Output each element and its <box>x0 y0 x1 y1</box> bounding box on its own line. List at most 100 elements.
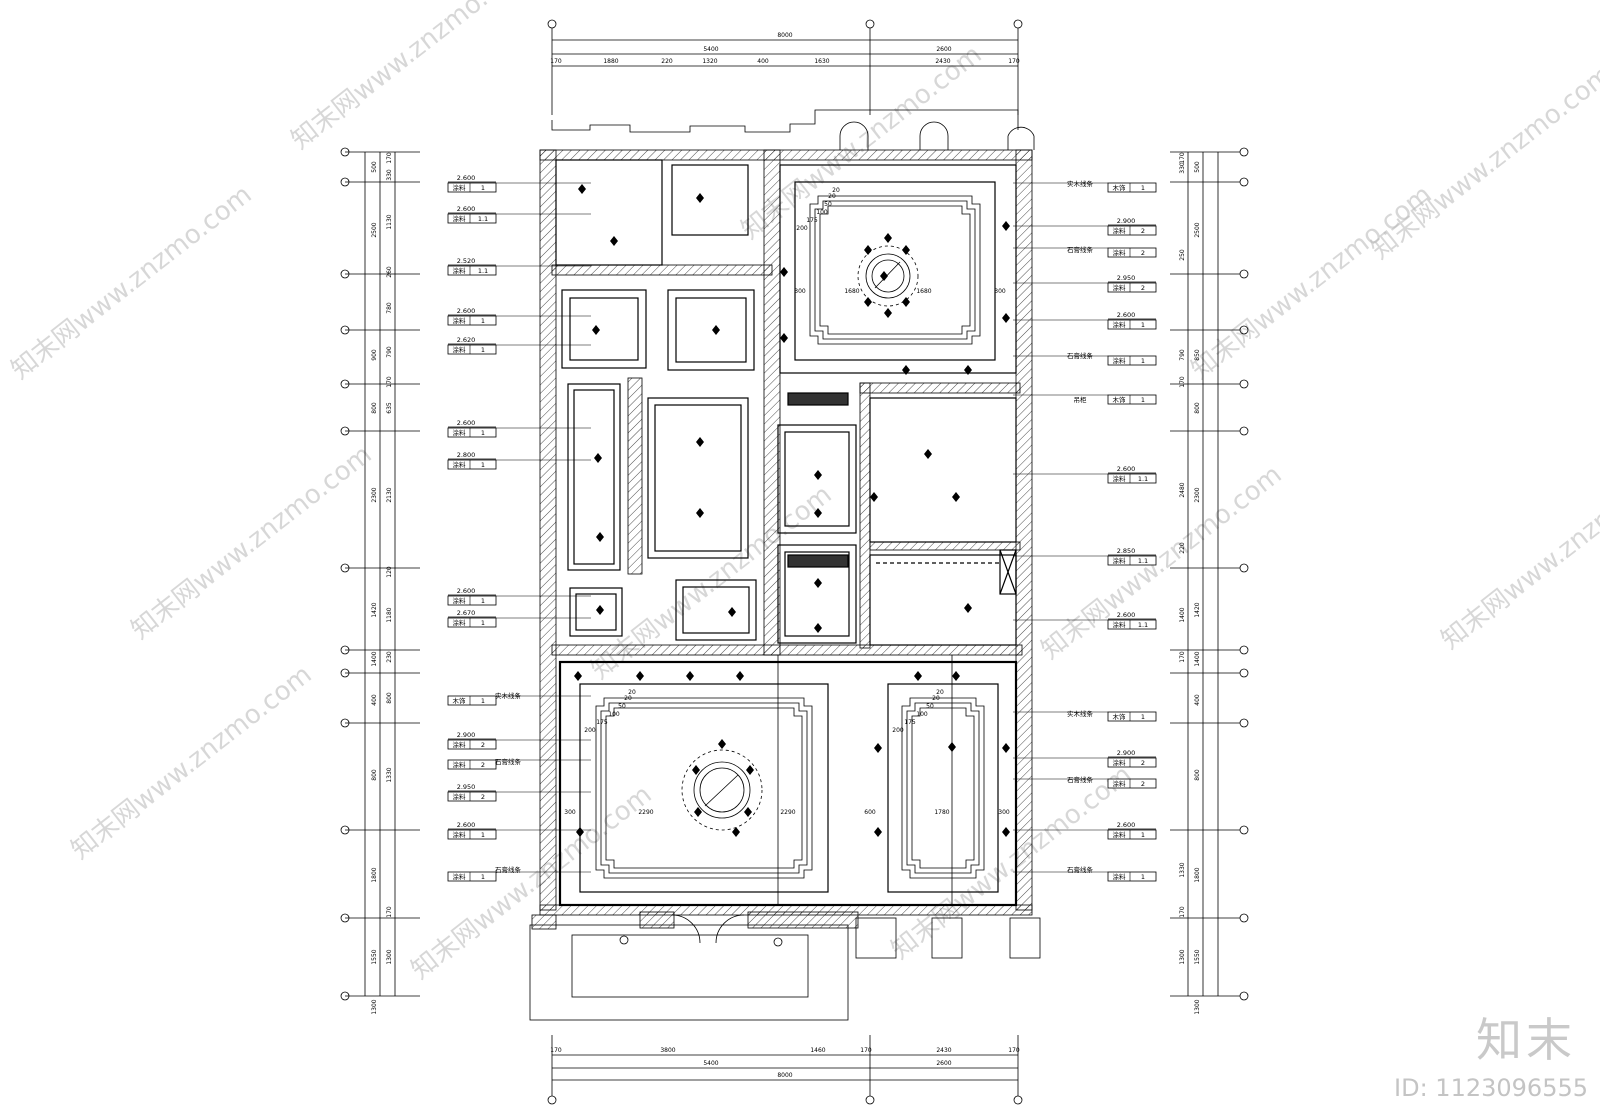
ceiling-step-dim: 100 <box>916 711 928 718</box>
left-inner-dim: 780 <box>386 302 393 314</box>
top-part-dim: 170 <box>1008 58 1020 65</box>
tag-code: 1.1 <box>1138 621 1148 629</box>
ceiling-dim: 300 <box>998 809 1010 816</box>
tag-code: 1 <box>481 184 485 192</box>
right-inner-dim: 170 <box>1179 651 1186 663</box>
tag-material: 木饰 <box>453 696 467 705</box>
tag-material-box <box>1107 394 1157 405</box>
dimension-lines <box>364 19 1219 1105</box>
tag-code: 2 <box>1141 227 1145 235</box>
downlight-icon <box>814 623 822 633</box>
tag-code: 2 <box>1141 780 1145 788</box>
left-outer-dim: 1300 <box>371 999 378 1014</box>
watermark-text: 知末网www.znzmo.com <box>66 660 318 866</box>
watermark-text: 知末网www.znzmo.com <box>6 180 258 386</box>
watermark-text: 知末网www.znzmo.com <box>1366 60 1600 266</box>
tag-material: 涂料 <box>453 872 467 881</box>
ceiling-step-dim: 20 <box>624 695 632 702</box>
downlight-icon <box>576 827 584 837</box>
watermark-text: 知末网www.znzmo.com <box>1186 180 1438 386</box>
tag-material: 涂料 <box>453 740 467 749</box>
downlight-icon <box>732 827 740 837</box>
tag-material: 涂料 <box>453 618 467 627</box>
downlight-icon <box>964 603 972 613</box>
ceiling-dim: 1680 <box>916 288 931 295</box>
top-part-dim: 2430 <box>935 58 950 65</box>
watermark-text: 知末网www.znzmo.com <box>126 440 378 646</box>
downlight-icon <box>964 365 972 375</box>
right-outer-dim: 1300 <box>1194 999 1201 1014</box>
tag-height: 2.600 <box>457 307 476 315</box>
left-inner-dim: 1130 <box>386 214 393 229</box>
bottom-part-dim: 1460 <box>810 1047 825 1054</box>
ceiling-step-dim: 175 <box>904 719 916 726</box>
tag-material-box <box>447 213 497 224</box>
right-outer-dim: 850 <box>1194 349 1201 361</box>
left-outer-dim: 1550 <box>371 949 378 964</box>
bottom-part-dim: 3800 <box>660 1047 675 1054</box>
watermark-text: 知末网www.znzmo.com <box>406 780 658 986</box>
downlight-icon <box>596 532 604 542</box>
bottom-part-dim: 170 <box>550 1047 562 1054</box>
downlight-icon <box>870 492 878 502</box>
right-inner-dim: 1300 <box>1179 949 1186 964</box>
chandeliers <box>681 245 919 831</box>
ceiling-dim: 300 <box>794 288 806 295</box>
room-outlines <box>555 159 1018 907</box>
right-inner-dim: 220 <box>1179 542 1186 554</box>
watermark-text: 知末网www.znzmo.com <box>1036 460 1288 666</box>
tag-code: 1 <box>1141 184 1145 192</box>
left-inner-dim: 170 <box>386 152 393 164</box>
leader-lines <box>496 182 1108 873</box>
tag-height: 2.600 <box>1117 821 1136 829</box>
downlight-icon <box>1002 313 1010 323</box>
tag-material: 涂料 <box>453 266 467 275</box>
note-plaster-line: 石膏线条 <box>1067 351 1094 360</box>
tag-material-box <box>1107 319 1157 330</box>
bottom-total-dim: 8000 <box>777 1072 792 1079</box>
right-outer-dim: 1420 <box>1194 602 1201 617</box>
note-cabinet: 吊柜 <box>1074 395 1088 404</box>
tag-material-box <box>447 617 497 628</box>
downlight-icon <box>594 453 602 463</box>
downlight-icon <box>874 827 882 837</box>
note-plaster-line: 石膏线条 <box>1067 245 1094 254</box>
note-plaster-line: 石膏线条 <box>1067 775 1094 784</box>
ceiling-step-dim: 175 <box>806 217 818 224</box>
tag-material-box <box>1107 711 1157 722</box>
left-inner-dim: 1300 <box>386 949 393 964</box>
tag-material-box <box>447 182 497 193</box>
tag-height: 2.850 <box>1117 547 1136 555</box>
axis-bubble-right <box>1239 269 1249 279</box>
downlight-icon <box>1002 827 1010 837</box>
tag-code: 1 <box>481 619 485 627</box>
tag-height: 2.620 <box>457 336 476 344</box>
tag-material-box <box>1107 757 1157 768</box>
right-outer-dim: 500 <box>1194 161 1201 173</box>
downlight-icon <box>610 236 618 246</box>
tag-code: 1 <box>1141 357 1145 365</box>
axis-bubble-right <box>1239 147 1249 157</box>
axis-bubble-left <box>340 177 350 187</box>
tag-material: 木饰 <box>1113 395 1127 404</box>
right-inner-dim: 170 <box>1179 376 1186 388</box>
outer-walls <box>539 149 1033 916</box>
axis-bubble-left <box>340 645 350 655</box>
tag-height: 2.670 <box>457 609 476 617</box>
tag-code: 1 <box>1141 713 1145 721</box>
downlight-icon <box>814 470 822 480</box>
downlight-icon <box>592 325 600 335</box>
tag-material: 木饰 <box>1113 183 1127 192</box>
tag-material-box <box>1107 247 1157 258</box>
entrance <box>529 911 1041 1021</box>
tag-height: 2.950 <box>1117 274 1136 282</box>
axis-bubble-left <box>340 563 350 573</box>
tag-code: 2 <box>1141 284 1145 292</box>
left-outer-dim: 1420 <box>371 602 378 617</box>
left-outer-dim: 2300 <box>371 487 378 502</box>
tag-material: 涂料 <box>453 596 467 605</box>
left-inner-dim: 1330 <box>386 767 393 782</box>
tag-height: 2.600 <box>457 205 476 213</box>
left-inner-dim: 260 <box>386 266 393 278</box>
downlight-icon <box>686 671 694 681</box>
